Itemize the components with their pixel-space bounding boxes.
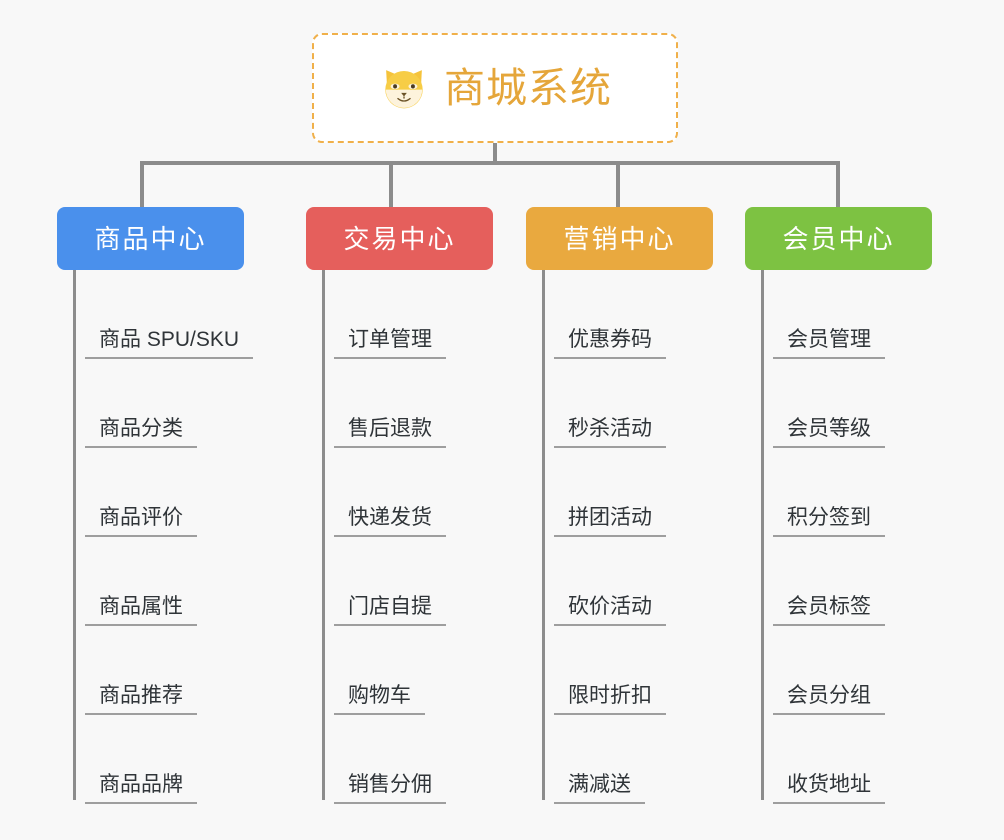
leaf-label: 秒杀活动 xyxy=(568,416,652,440)
leaf-label: 会员等级 xyxy=(787,416,871,440)
category-column-1: 商品中心 商品 SPU/SKU 商品分类 商品评价 商品属性 商品推荐 商品品牌 xyxy=(57,207,254,804)
leaf-label: 满减送 xyxy=(568,772,631,796)
category-trunk-2 xyxy=(322,270,325,800)
leaf-label: 快递发货 xyxy=(348,505,432,529)
leaf-item[interactable]: 购物车 xyxy=(322,626,552,715)
leaf-item[interactable]: 商品属性 xyxy=(73,537,303,626)
leaf-label: 购物车 xyxy=(348,683,411,707)
leaf-label: 会员标签 xyxy=(787,594,871,618)
category-column-3: 营销中心 优惠券码 秒杀活动 拼团活动 砍价活动 限时折扣 满减送 xyxy=(526,207,713,804)
leaf-item[interactable]: 会员等级 xyxy=(761,359,991,448)
connector-drop-2 xyxy=(389,161,393,207)
leaf-item[interactable]: 会员管理 xyxy=(761,270,991,359)
leaf-item[interactable]: 商品评价 xyxy=(73,448,303,537)
leaf-label: 商品分类 xyxy=(99,416,183,440)
leaf-item[interactable]: 限时折扣 xyxy=(542,626,772,715)
leaf-item[interactable]: 门店自提 xyxy=(322,537,552,626)
connector-horizontal-bus xyxy=(140,161,840,165)
leaf-item[interactable]: 销售分佣 xyxy=(322,715,552,804)
leaf-item[interactable]: 快递发货 xyxy=(322,448,552,537)
category-column-2: 交易中心 订单管理 售后退款 快递发货 门店自提 购物车 销售分佣 xyxy=(306,207,493,804)
leaf-label: 收货地址 xyxy=(787,772,871,796)
leaf-label: 砍价活动 xyxy=(568,594,652,618)
connector-root-stem xyxy=(493,143,497,164)
leaf-label: 订单管理 xyxy=(348,327,432,351)
leaf-label: 商品 SPU/SKU xyxy=(99,327,240,351)
leaf-label: 积分签到 xyxy=(787,505,871,529)
category-column-4: 会员中心 会员管理 会员等级 积分签到 会员标签 会员分组 收货地址 xyxy=(745,207,932,804)
leaf-label: 售后退款 xyxy=(348,416,432,440)
leaf-label: 会员分组 xyxy=(787,683,871,707)
leaf-label: 优惠券码 xyxy=(568,327,652,351)
leaf-label: 销售分佣 xyxy=(348,772,432,796)
connector-drop-1 xyxy=(140,161,144,207)
connector-drop-4 xyxy=(836,161,840,207)
leaf-list-3: 优惠券码 秒杀活动 拼团活动 砍价活动 限时折扣 满减送 xyxy=(542,270,772,804)
leaf-label: 会员管理 xyxy=(787,327,871,351)
connector-drop-3 xyxy=(616,161,620,207)
category-trunk-4 xyxy=(761,270,764,800)
category-trunk-3 xyxy=(542,270,545,800)
category-label: 营销中心 xyxy=(563,223,676,254)
leaf-item[interactable]: 商品 SPU/SKU xyxy=(73,270,303,359)
shiba-dog-face-icon xyxy=(385,70,423,109)
leaf-item[interactable]: 砍价活动 xyxy=(542,537,772,626)
leaf-item[interactable]: 积分签到 xyxy=(761,448,991,537)
category-label: 会员中心 xyxy=(782,223,895,254)
leaf-item[interactable]: 满减送 xyxy=(542,715,772,804)
leaf-label: 商品品牌 xyxy=(99,772,183,796)
leaf-list-4: 会员管理 会员等级 积分签到 会员标签 会员分组 收货地址 xyxy=(761,270,991,804)
leaf-label: 拼团活动 xyxy=(568,505,652,529)
leaf-item[interactable]: 商品分类 xyxy=(73,359,303,448)
root-node[interactable]: 商城系统 xyxy=(312,33,678,143)
leaf-item[interactable]: 订单管理 xyxy=(322,270,552,359)
category-header-2[interactable]: 交易中心 xyxy=(306,207,493,270)
leaf-item[interactable]: 秒杀活动 xyxy=(542,359,772,448)
leaf-label: 商品推荐 xyxy=(99,683,183,707)
leaf-label: 限时折扣 xyxy=(568,683,652,707)
leaf-list-1: 商品 SPU/SKU 商品分类 商品评价 商品属性 商品推荐 商品品牌 xyxy=(73,270,303,804)
root-title: 商城系统 xyxy=(444,64,612,111)
leaf-item[interactable]: 商品品牌 xyxy=(73,715,303,804)
leaf-item[interactable]: 优惠券码 xyxy=(542,270,772,359)
leaf-item[interactable]: 拼团活动 xyxy=(542,448,772,537)
leaf-label: 商品属性 xyxy=(99,594,183,618)
leaf-item[interactable]: 会员标签 xyxy=(761,537,991,626)
leaf-label: 门店自提 xyxy=(348,594,432,618)
category-label: 商品中心 xyxy=(94,223,207,254)
category-trunk-1 xyxy=(73,270,76,800)
leaf-list-2: 订单管理 售后退款 快递发货 门店自提 购物车 销售分佣 xyxy=(322,270,552,804)
category-header-3[interactable]: 营销中心 xyxy=(526,207,713,270)
leaf-item[interactable]: 收货地址 xyxy=(761,715,991,804)
category-header-4[interactable]: 会员中心 xyxy=(745,207,932,270)
category-label: 交易中心 xyxy=(343,223,456,254)
leaf-label: 商品评价 xyxy=(99,505,183,529)
category-header-1[interactable]: 商品中心 xyxy=(57,207,244,270)
leaf-item[interactable]: 商品推荐 xyxy=(73,626,303,715)
leaf-item[interactable]: 售后退款 xyxy=(322,359,552,448)
leaf-item[interactable]: 会员分组 xyxy=(761,626,991,715)
